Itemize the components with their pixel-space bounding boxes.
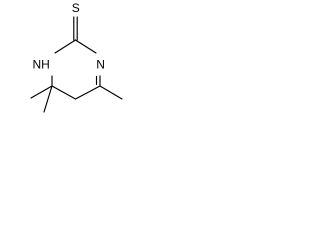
chemical-structure-canvas: S NH N [0, 0, 149, 149]
bond-c4-methyl [99, 85, 123, 100]
molecule-diagram: S NH N [30, 1, 123, 113]
bond-c6-c5 [51, 85, 77, 100]
bond-c2-n1 [54, 39, 77, 54]
bond-n3-c2 [74, 39, 97, 54]
sulfur-atom-label: S [72, 1, 80, 15]
bond-group [30, 16, 123, 113]
amine-atom-label: NH [33, 57, 50, 71]
bond-c5-c4 [74, 85, 101, 100]
bond-c6-methyl-b [43, 85, 53, 113]
bond-c6-methyl-a [30, 85, 53, 99]
imine-atom-label: N [96, 57, 105, 71]
